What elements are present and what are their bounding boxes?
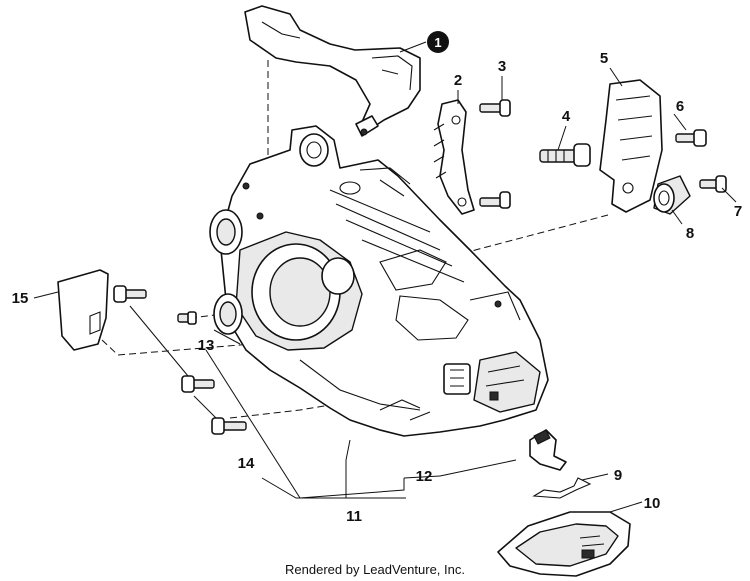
part-2-spike (433, 99, 475, 215)
part-14-screws (113, 285, 247, 435)
part-7-screw (699, 175, 727, 193)
callout-1: 1 (434, 35, 441, 50)
part-9-clip (532, 477, 592, 499)
part-15-cover-plate (57, 269, 109, 351)
part-5-plate (599, 79, 663, 213)
callout-3: 3 (498, 58, 506, 75)
callout-15: 15 (12, 290, 29, 307)
callout-13: 13 (198, 337, 215, 354)
callout-5: 5 (600, 50, 608, 67)
part-13-screw (177, 311, 197, 325)
badge-1-circle (427, 31, 449, 53)
callout-11: 11 (346, 508, 362, 525)
callout-4: 4 (562, 108, 571, 125)
callout-labels: 1 2 3 4 5 6 7 8 9 10 11 12 13 14 15 (12, 31, 742, 525)
footer-credit: Rendered by LeadVenture, Inc. (285, 562, 465, 577)
callout-8: 8 (686, 225, 694, 242)
callout-12: 12 (416, 468, 433, 485)
part-10-lower-cover (497, 511, 631, 577)
part-12-switch (529, 429, 567, 471)
part-1-cover (244, 5, 421, 137)
callout-7: 7 (734, 203, 742, 220)
callout-6: 6 (676, 98, 684, 115)
part-4-stud (539, 143, 591, 167)
callout-9: 9 (614, 467, 622, 484)
crankcase (209, 125, 549, 437)
part-8-bushing (653, 175, 691, 215)
callout-2: 2 (454, 72, 462, 89)
leader-lines (33, 41, 737, 513)
part-3-screws (479, 99, 511, 209)
callout-14: 14 (238, 455, 255, 472)
part-6-screw (675, 129, 707, 147)
callout-10: 10 (644, 495, 661, 512)
